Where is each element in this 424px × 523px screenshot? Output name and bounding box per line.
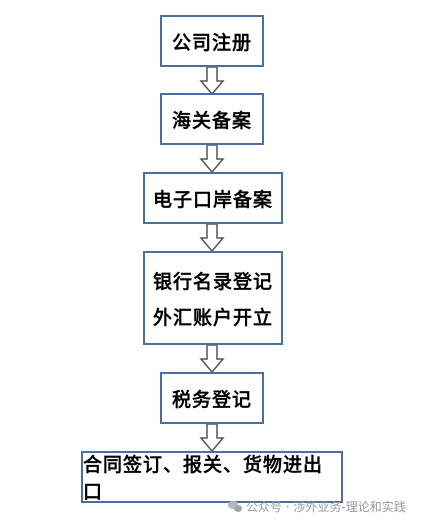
step-bank-and-forex: 银行名录登记 外汇账户开立 xyxy=(143,251,283,345)
step-customs-filing: 海关备案 xyxy=(160,93,264,145)
step-label: 合同签订、报关、货物进出口 xyxy=(83,454,324,503)
down-arrow-icon xyxy=(199,345,225,373)
down-arrow-icon xyxy=(199,67,225,95)
step-label: 海关备案 xyxy=(171,109,252,132)
step-label: 税务登记 xyxy=(171,388,252,411)
step-contract-customs-import-export: 合同签订、报关、货物进出口 xyxy=(81,451,343,503)
step-line-forex-account: 外汇账户开立 xyxy=(152,307,273,329)
step-electronic-port-filing: 电子口岸备案 xyxy=(143,172,283,224)
watermark-text: 公众号 · 涉外业务-理论和实践 xyxy=(246,500,406,514)
down-arrow-icon xyxy=(199,145,225,173)
wechat-icon xyxy=(228,500,242,513)
watermark: 公众号 · 涉外业务-理论和实践 xyxy=(228,498,406,515)
down-arrow-icon xyxy=(199,224,225,252)
step-company-registration: 公司注册 xyxy=(160,15,264,67)
step-tax-registration: 税务登记 xyxy=(160,372,264,424)
step-label: 电子口岸备案 xyxy=(152,188,273,211)
step-line-bank-registration: 银行名录登记 xyxy=(152,271,273,293)
down-arrow-icon xyxy=(199,424,225,452)
step-label: 公司注册 xyxy=(171,31,252,54)
